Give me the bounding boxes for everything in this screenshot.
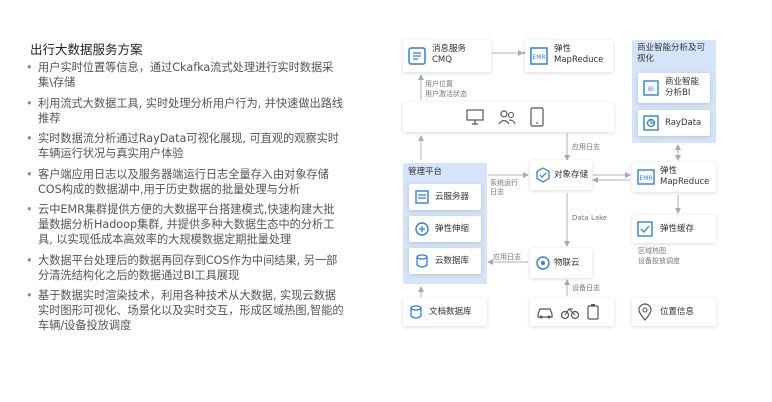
cloud-server-label: 云服务器 — [435, 192, 470, 202]
bullet-dot: • — [26, 289, 33, 302]
doc-db-box: 文档数据库 — [403, 298, 487, 326]
mapreduce-mid-label-2: MapReduce — [660, 177, 710, 187]
location-pin-icon — [638, 303, 652, 321]
mapreduce-mid-box: EMR 弹性 MapReduce — [632, 162, 716, 192]
bi-panel-title-2: 视化 — [637, 54, 655, 64]
cmq-label-1: 消息服务 — [432, 44, 467, 54]
location-info-label: 位置信息 — [660, 307, 695, 317]
user-location-note-2: 用户激活状态 — [425, 90, 467, 98]
system-log-note-1: 系统运行 — [490, 179, 518, 187]
doc-db-label: 文档数据库 — [429, 307, 472, 317]
bi-panel: 商业智能分析及可 视化 BI 商业智能 分析BI RayData — [632, 40, 716, 143]
feature-list: •用户实时位置等信息，通过Ckafka流式处理进行实时数据采集\存储 •利用流式… — [24, 60, 344, 339]
iot-icon — [536, 256, 550, 270]
bi-box: BI 商业智能 分析BI — [638, 73, 710, 103]
bullet-dot: • — [26, 61, 33, 74]
message-queue-icon — [408, 47, 426, 65]
raydata-label: RayData — [665, 118, 702, 128]
elastic-scaling-box: 弹性伸缩 — [409, 216, 481, 242]
database-icon — [416, 254, 428, 268]
svg-text:EMR: EMR — [639, 175, 652, 182]
client-devices-box — [403, 102, 614, 132]
mgmt-title: 管理平台 — [408, 167, 443, 177]
cloud-db-label: 云数据库 — [435, 256, 470, 266]
users-icon — [498, 110, 516, 125]
mgmt-panel: 管理平台 云服务器 弹性伸缩 云数据库 — [403, 163, 487, 284]
raydata-box: RayData — [638, 110, 710, 136]
bi-label-1: 商业智能 — [665, 77, 700, 87]
mapreduce-top-label-2: MapReduce — [554, 55, 604, 65]
elastic-cache-label: 弹性缓存 — [660, 224, 695, 234]
list-item: •基于数据实时渲染技术，利用各种技术从大数据, 实现云数据实时图形可视化、场景化… — [26, 289, 344, 332]
scaling-icon — [415, 222, 429, 236]
app-log-note: 应用日志 — [572, 143, 600, 151]
list-item: •云中EMR集群提供方便的大数据平台搭建模式,快速构建大批量数据分析Hadoop… — [26, 203, 335, 246]
object-storage-label: 对象存储 — [554, 170, 589, 180]
raydata-icon — [643, 115, 659, 131]
iot-cloud-box: 物联云 — [530, 248, 592, 278]
battery-icon — [587, 304, 599, 320]
list-item: •利用流式大数据工具, 实时处理分析用户行为, 并快速做出路线推荐 — [26, 96, 344, 125]
page-title: 出行大数据服务方案 — [30, 42, 143, 57]
bullet-dot: • — [26, 132, 33, 145]
app-log-note-2: 应用日志 — [493, 253, 521, 261]
mapreduce-mid-label-1: 弹性 — [660, 166, 678, 176]
bullet-dot: • — [26, 253, 33, 267]
cache-icon — [637, 221, 653, 237]
device-log-note: 设备日志 — [572, 284, 600, 292]
mapreduce-top-label-1: 弹性 — [554, 44, 572, 54]
elastic-cache-box: 弹性缓存 — [632, 215, 716, 243]
document-db-icon — [410, 305, 422, 319]
cloud-server-box: 云服务器 — [409, 184, 481, 210]
bullet-dot: • — [26, 203, 33, 216]
user-location-note-1: 用户位置 — [425, 80, 453, 88]
bi-label-2: 分析BI — [665, 88, 691, 98]
svg-text:EMR: EMR — [532, 54, 545, 61]
heatmap-note-1: 区域热图 — [638, 247, 666, 255]
object-storage-box: 对象存储 — [530, 160, 592, 190]
heatmap-note-2: 设备投放调度 — [638, 257, 680, 265]
location-info-box: 位置信息 — [632, 298, 716, 326]
server-icon — [415, 190, 429, 204]
monitor-icon — [466, 109, 484, 125]
elastic-scaling-label: 弹性伸缩 — [435, 224, 470, 234]
list-item: •实时数据流分析通过RayData可视化展现, 可直观的观察实时车辆运行状况与真… — [26, 132, 339, 160]
storage-icon — [536, 167, 550, 183]
data-lake-note: Data Lake — [572, 214, 608, 222]
cmq-box: 消息服务 CMQ — [403, 40, 491, 72]
vehicles-box — [530, 298, 614, 326]
system-log-note-2: 日志 — [490, 188, 504, 196]
bi-icon: BI — [643, 80, 659, 96]
cloud-db-box: 云数据库 — [409, 248, 481, 274]
mapreduce-top-box: EMR 弹性 MapReduce — [525, 40, 613, 72]
bicycle-icon — [560, 308, 580, 320]
bullet-dot: • — [26, 167, 33, 181]
list-item: •用户实时位置等信息，通过Ckafka流式处理进行实时数据采集\存储 — [26, 61, 334, 89]
emr-icon: EMR — [530, 47, 548, 65]
list-item: •大数据平台处理后的数据再回存到COS作为中间结果, 另一部分清洗结构化之后的数… — [26, 253, 338, 282]
emr-icon: EMR — [637, 169, 655, 185]
bullet-dot: • — [26, 96, 33, 110]
car-icon — [537, 308, 553, 319]
iot-cloud-label: 物联云 — [554, 258, 580, 268]
bi-panel-title-1: 商业智能分析及可 — [637, 43, 706, 53]
list-item: •客户端应用日志以及服务器端运行日志全量存入由对象存储COS构成的数据湖中,用于… — [26, 167, 329, 196]
tablet-icon — [530, 107, 544, 127]
cmq-label-2: CMQ — [432, 55, 452, 65]
svg-text:BI: BI — [648, 86, 654, 93]
